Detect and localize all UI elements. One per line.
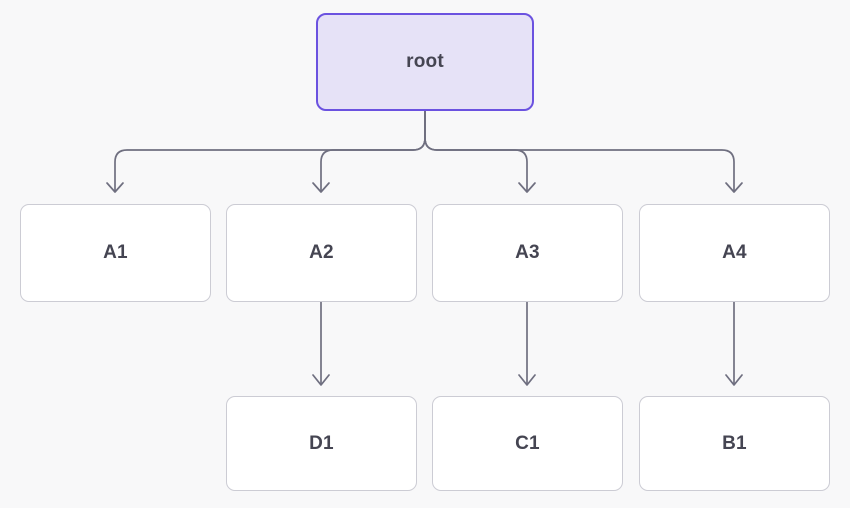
node-label-a2: A2 bbox=[309, 242, 334, 263]
node-d1[interactable]: D1 bbox=[226, 396, 417, 491]
node-root[interactable]: root bbox=[316, 13, 534, 111]
node-label-c1: C1 bbox=[515, 432, 540, 454]
arrowhead-A4-B1 bbox=[725, 374, 743, 386]
arrowhead-root-A2 bbox=[312, 182, 330, 193]
arrowhead-A3-C1 bbox=[518, 374, 536, 386]
arrowhead-root-A4 bbox=[725, 182, 743, 193]
node-label-d1: D1 bbox=[309, 432, 334, 454]
node-a4[interactable]: A4 bbox=[639, 204, 830, 302]
node-a3[interactable]: A3 bbox=[432, 204, 623, 302]
node-label-b1: B1 bbox=[722, 432, 747, 454]
node-c1[interactable]: C1 bbox=[432, 396, 623, 491]
arrowhead-root-A1 bbox=[106, 182, 124, 193]
node-label-a4: A4 bbox=[722, 242, 747, 263]
edge-root-A4 bbox=[424, 110, 735, 192]
arrowhead-root-A3 bbox=[518, 182, 536, 193]
edge-root-A3 bbox=[424, 110, 528, 192]
edge-root-A2 bbox=[320, 110, 426, 192]
node-b1[interactable]: B1 bbox=[639, 396, 830, 491]
arrowhead-A2-D1 bbox=[312, 374, 330, 386]
node-label-a3: A3 bbox=[515, 242, 540, 263]
node-a1[interactable]: A1 bbox=[20, 204, 211, 302]
edge-root-A1 bbox=[114, 110, 426, 192]
node-a2[interactable]: A2 bbox=[226, 204, 417, 302]
node-label-root: root bbox=[406, 51, 444, 72]
node-label-a1: A1 bbox=[103, 242, 128, 263]
